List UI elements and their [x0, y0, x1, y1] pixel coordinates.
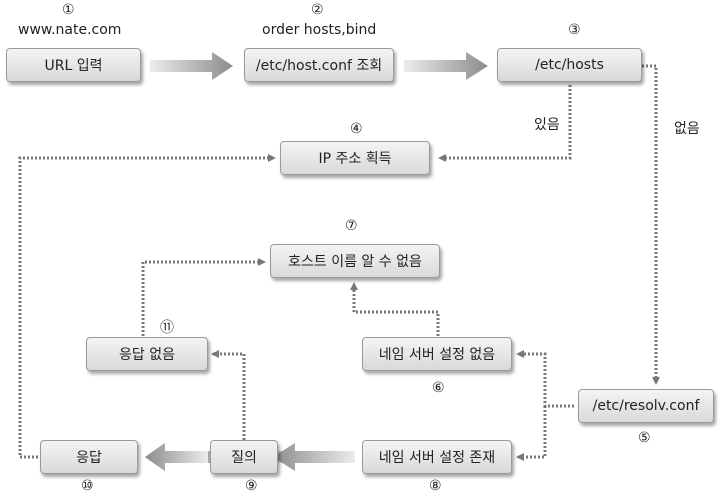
step-10: ⑩ [81, 478, 94, 494]
block-arrow-1 [150, 52, 233, 80]
hosts-node: /etc/hosts [497, 48, 642, 82]
step-6: ⑥ [432, 380, 445, 396]
response-node: 응답 [40, 440, 138, 474]
step-8: ⑧ [429, 478, 442, 494]
step-7: ⑦ [345, 218, 358, 234]
url-example-label: www.nate.com [18, 22, 122, 38]
no-response-node: 응답 없음 [86, 337, 208, 371]
connector-nsnone-unknown [350, 282, 440, 336]
connector-noresp-unknown [141, 258, 266, 336]
not-found-label: 없음 [674, 121, 700, 137]
block-arrow-4 [273, 443, 355, 471]
block-arrow-5 [145, 443, 208, 471]
url-input-node: URL 입력 [6, 48, 141, 82]
ns-exist-node: 네임 서버 설정 존재 [362, 440, 512, 474]
step-2: ② [311, 2, 324, 18]
ip-obtain-node: IP 주소 획득 [280, 141, 430, 175]
order-label: order hosts,bind [262, 22, 377, 38]
connector-hosts-resolv [642, 64, 660, 385]
connector-response-ip [18, 154, 276, 459]
step-4: ④ [350, 121, 363, 137]
block-arrow-2 [404, 52, 488, 80]
connector-resolv-nsnone [516, 350, 574, 408]
step-5: ⑤ [638, 430, 651, 446]
step-3: ③ [568, 22, 581, 38]
host-unknown-node: 호스트 이름 알 수 없음 [270, 244, 440, 278]
connector-resolv-nsexist [516, 406, 547, 461]
step-1: ① [62, 2, 75, 18]
step-9: ⑨ [245, 478, 258, 494]
resolv-conf-node: /etc/resolv.conf [578, 389, 714, 423]
host-conf-node: /etc/host.conf 조회 [244, 48, 394, 82]
found-label: 있음 [534, 117, 560, 133]
query-node: 질의 [210, 440, 278, 474]
connector-query-noresp [211, 350, 246, 440]
step-11: ⑪ [160, 320, 174, 336]
connector-hosts-ip [438, 85, 572, 162]
ns-none-node: 네임 서버 설정 없음 [362, 337, 512, 371]
